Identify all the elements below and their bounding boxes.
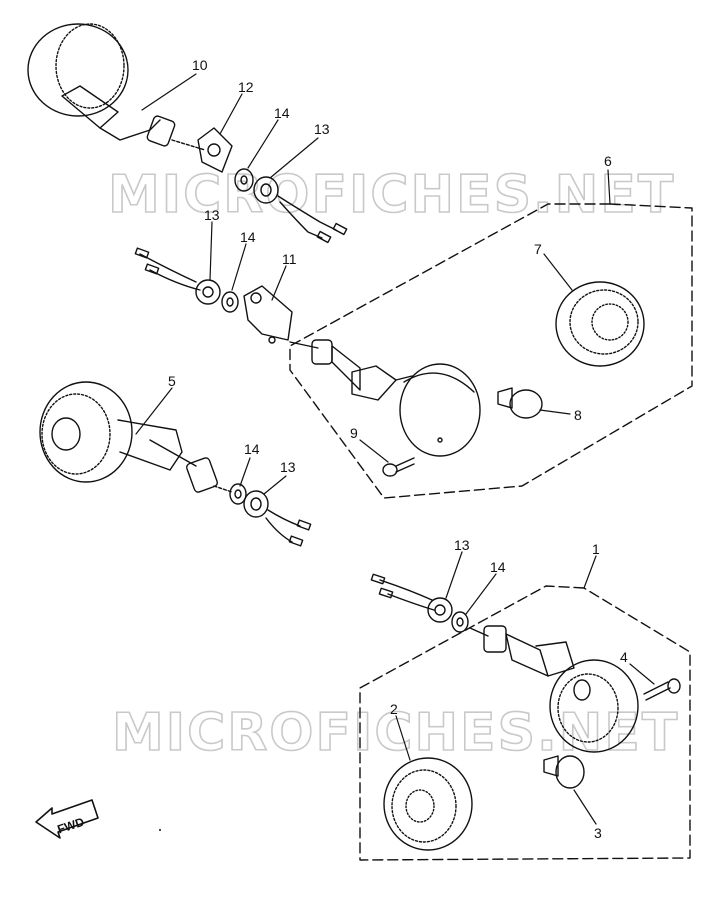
label-2: 2 xyxy=(390,701,398,717)
bulb-3 xyxy=(543,755,585,789)
label-14: 14 xyxy=(240,229,256,245)
washer-14-left xyxy=(229,483,247,505)
label-13: 13 xyxy=(314,121,330,137)
bulb-8 xyxy=(497,387,543,419)
watermark-top: MICROFICHES.NET xyxy=(108,165,675,225)
front-left-turn-signal xyxy=(27,23,206,151)
speck xyxy=(159,829,161,831)
label-14: 14 xyxy=(274,105,290,121)
washer-14-middle xyxy=(221,291,239,313)
nut-13-middle xyxy=(195,279,221,305)
wires-top xyxy=(277,195,348,244)
screw-4 xyxy=(643,678,681,701)
washer-14-top xyxy=(234,168,254,192)
rear-turn-signal-housing xyxy=(399,363,481,457)
callout-labels: 10 12 14 13 6 13 14 11 7 5 8 9 14 13 13 … xyxy=(168,57,628,841)
label-3: 3 xyxy=(594,825,602,841)
bracket-11 xyxy=(243,285,293,344)
turn-signal-5 xyxy=(39,381,233,493)
nut-13-left xyxy=(243,490,269,518)
label-11: 11 xyxy=(282,251,297,267)
bracket-12 xyxy=(197,127,233,173)
label-7: 7 xyxy=(534,241,542,257)
leader-lines xyxy=(135,73,655,825)
turn-signal-1 xyxy=(469,625,639,753)
group-boundary-1 xyxy=(359,585,691,861)
lens-2 xyxy=(383,757,473,851)
washer-14-lower-right xyxy=(451,611,469,633)
wires-lower-right xyxy=(370,573,435,611)
fwd-arrow: FWD xyxy=(35,799,99,839)
label-12: 12 xyxy=(238,79,254,95)
label-10: 10 xyxy=(192,57,208,73)
screw-9 xyxy=(382,457,415,477)
nut-13-lower-right xyxy=(427,597,453,623)
label-1: 1 xyxy=(592,541,600,557)
watermark-bottom: MICROFICHES.NET xyxy=(112,703,679,763)
wires-middle xyxy=(134,247,201,291)
wires-left xyxy=(265,509,312,547)
label-6: 6 xyxy=(604,153,612,169)
label-4: 4 xyxy=(620,649,628,665)
label-13: 13 xyxy=(454,537,470,553)
label-14: 14 xyxy=(244,441,260,457)
group-boundary-6 xyxy=(289,203,693,499)
label-5: 5 xyxy=(168,373,176,389)
label-13: 13 xyxy=(204,207,220,223)
rear-turn-signal-stem xyxy=(289,339,413,401)
label-9: 9 xyxy=(350,425,358,441)
label-13: 13 xyxy=(280,459,296,475)
label-14: 14 xyxy=(490,559,506,575)
nut-13-top xyxy=(253,176,279,204)
lens-7 xyxy=(555,281,645,367)
label-8: 8 xyxy=(574,407,582,423)
